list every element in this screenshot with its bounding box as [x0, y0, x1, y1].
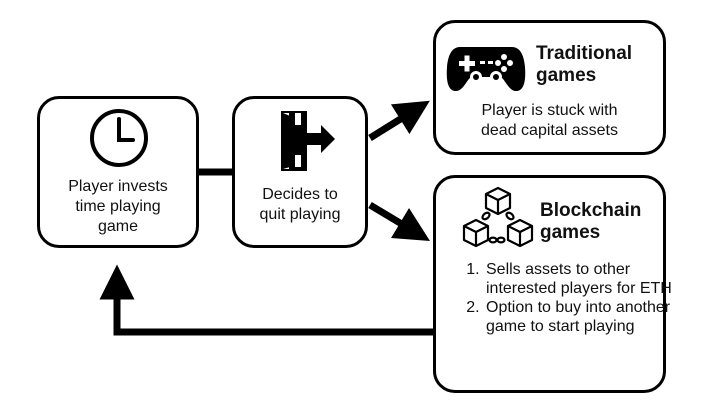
blockchain-title: Blockchain games — [540, 200, 642, 243]
exit-door-icon — [281, 111, 335, 171]
arrow-to-blockchain — [368, 201, 431, 242]
clock-icon — [90, 109, 148, 167]
arrow-to-traditional — [368, 100, 430, 141]
blockchain-step-1: Sells assets to other interested players… — [484, 260, 674, 298]
gamepad-icon — [446, 47, 526, 91]
quit-label: Decides to quit playing — [259, 186, 341, 223]
invest-label: Player invests time playing game — [68, 178, 168, 235]
blockchain-step-2: Option to buy into another game to start… — [484, 298, 674, 336]
node-traditional-games: Traditional games Player is stuck with d… — [433, 20, 666, 155]
node-player-invests: Player invests time playing game — [37, 96, 199, 248]
blockchain-cubes-icon — [462, 186, 534, 248]
traditional-body: Player is stuck with dead capital assets — [481, 102, 618, 139]
node-decides-to-quit: Decides to quit playing — [232, 96, 368, 248]
arrow-feedback-loop — [99, 264, 433, 336]
blockchain-steps-list: Sells assets to other interested players… — [462, 260, 674, 336]
traditional-title: Traditional games — [536, 43, 633, 86]
node-blockchain-games: Blockchain games Sells assets to other i… — [433, 175, 672, 393]
